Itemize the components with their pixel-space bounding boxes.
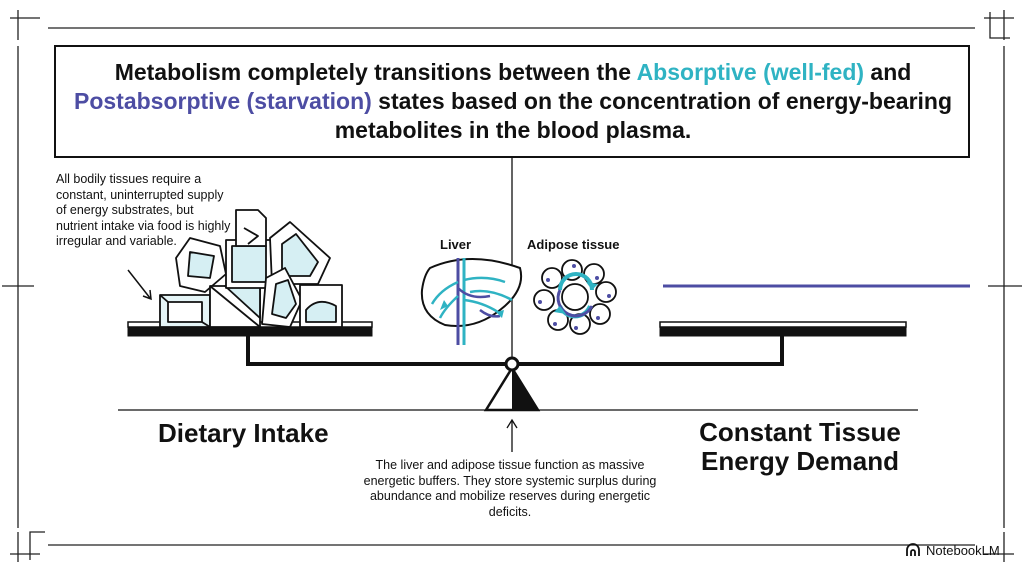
adipose-label: Adipose tissue bbox=[527, 237, 620, 252]
absorptive-state: Absorptive (well-fed) bbox=[636, 59, 865, 85]
left-pan bbox=[127, 326, 373, 337]
right-pan bbox=[659, 326, 907, 337]
up-arrow bbox=[506, 418, 518, 452]
headline: Metabolism completely transitions betwee… bbox=[58, 58, 968, 145]
brand-name: NotebookLM bbox=[926, 543, 1000, 558]
headline-part-2: and bbox=[864, 59, 912, 85]
tissue-requirement-note: All bodily tissues require a constant, u… bbox=[56, 172, 231, 248]
liver-icon bbox=[420, 258, 522, 345]
balance-scale bbox=[127, 321, 907, 412]
buffer-note: The liver and adipose tissue function as… bbox=[363, 458, 657, 519]
pivot bbox=[504, 356, 520, 372]
adipose-tissue-icon bbox=[533, 259, 617, 335]
notebooklm-logo-icon bbox=[906, 543, 920, 556]
brand-watermark: NotebookLM bbox=[905, 543, 1000, 558]
dietary-intake-label: Dietary Intake bbox=[158, 418, 329, 448]
liver-label: Liver bbox=[440, 237, 472, 252]
frame bbox=[2, 10, 1022, 562]
headline-part-1: Metabolism completely transitions betwee… bbox=[114, 59, 637, 85]
postabsorptive-state: Postabsorptive (starvation) bbox=[73, 88, 372, 114]
nutrient-crystals-icon bbox=[159, 209, 343, 328]
headline-part-3: states based on the concentration of ene… bbox=[334, 88, 953, 143]
note-arrow bbox=[127, 269, 152, 301]
tissue-demand-label: Constant Tissue Energy Demand bbox=[699, 417, 901, 476]
